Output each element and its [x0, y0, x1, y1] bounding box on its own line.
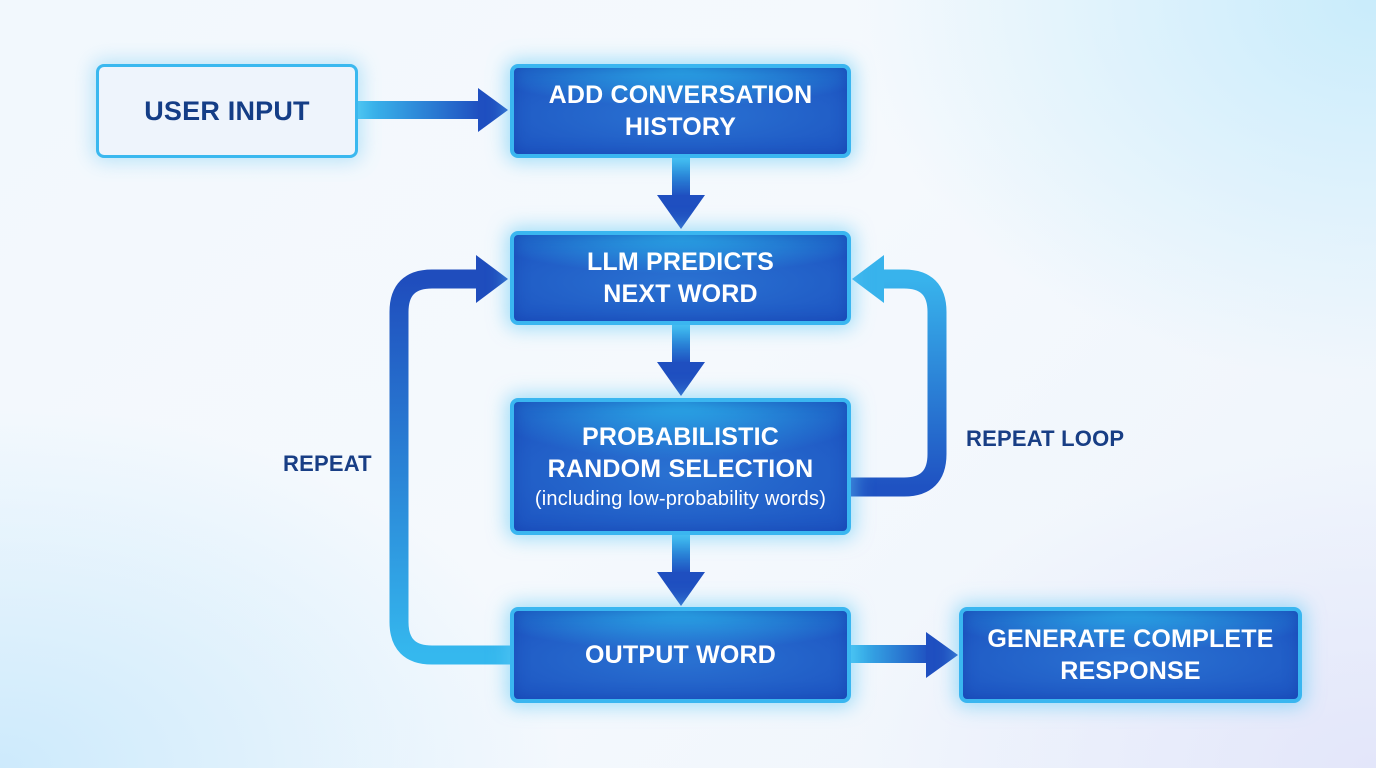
- node-user-input: USER INPUT: [96, 64, 358, 158]
- node-llm-predicts: LLM PREDICTS NEXT WORD: [510, 231, 851, 325]
- arrow-output-to-response: [850, 632, 958, 678]
- arrow-repeat-right: [850, 255, 947, 497]
- node-label: NEXT WORD: [603, 280, 758, 308]
- node-label: OUTPUT WORD: [584, 641, 777, 669]
- label-repeat: REPEAT: [283, 451, 372, 476]
- node-label: RESPONSE: [1060, 657, 1201, 685]
- node-label: ADD CONVERSATION: [548, 81, 813, 109]
- arrow-llm-to-selection: [657, 325, 705, 396]
- node-label: GENERATE COMPLETE: [987, 625, 1274, 653]
- arrow-repeat-left: [389, 255, 510, 665]
- node-label: PROBABILISTIC: [581, 422, 780, 451]
- arrow-history-to-llm: [657, 158, 705, 229]
- node-label: USER INPUT: [144, 96, 310, 126]
- arrow-selection-to-output: [657, 535, 705, 606]
- node-generate-response: GENERATE COMPLETE RESPONSE: [959, 607, 1302, 703]
- arrow-user-to-history: [358, 88, 508, 132]
- label-repeat-loop: REPEAT LOOP: [966, 426, 1125, 451]
- node-label: RANDOM SELECTION: [547, 454, 814, 483]
- node-subtitle: (including low-probability words): [534, 487, 827, 510]
- node-label: HISTORY: [624, 113, 737, 141]
- node-output-word: OUTPUT WORD: [510, 607, 851, 703]
- node-label: LLM PREDICTS: [586, 248, 775, 276]
- node-add-history: ADD CONVERSATION HISTORY: [510, 64, 851, 158]
- node-random-selection: PROBABILISTIC RANDOM SELECTION (includin…: [510, 398, 851, 535]
